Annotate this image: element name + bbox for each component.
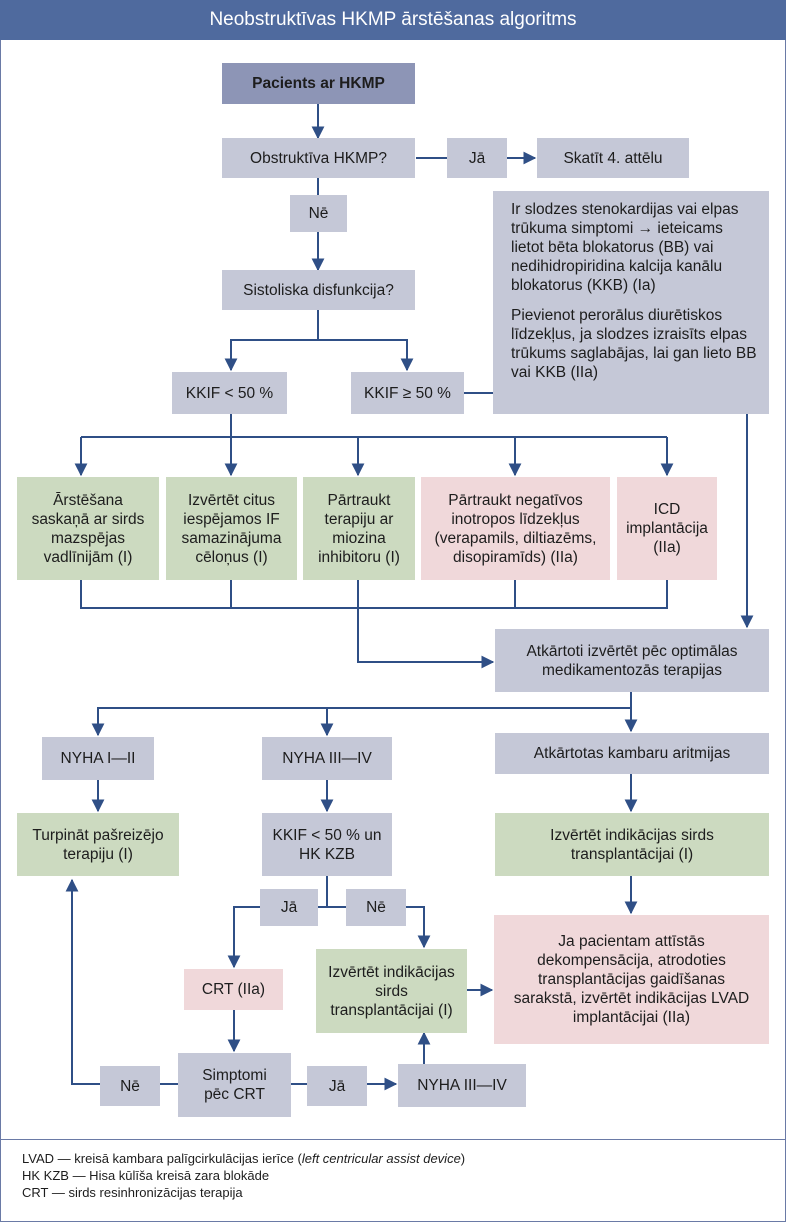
node-transplant-eval-right: Izvērtēt indikācijas sirds transplantāci… [495, 813, 769, 876]
node-symptom-therapy: Ir slodzes stenokardijas vai elpas trūku… [493, 191, 769, 414]
node-reassess: Atkārtoti izvērtēt pēc optimālas medikam… [495, 629, 769, 692]
line-collect [80, 580, 668, 609]
line-lvef-split [317, 876, 328, 908]
node-systolic-dysfunction: Sistoliska disfunkcija? [222, 270, 415, 310]
arrow-systolic-split [224, 310, 319, 372]
node-lvad-evaluation: Ja pacientam attīstās dekompensācija, at… [494, 915, 769, 1044]
legend-lbbb: HK KZB — Hisa kūlīša kreisā zara blokāde [22, 1168, 270, 1183]
node-crt: CRT (IIa) [184, 969, 283, 1010]
node-evaluate-other-causes: Izvērtēt citus iespējamos IF samazinājum… [166, 477, 297, 580]
node-nyha-1-2: NYHA I—II [42, 737, 154, 780]
arrow-no-to-txmid [406, 906, 431, 949]
node-lvef-lt50: KKIF < 50 % [172, 372, 287, 414]
node-lvef-lt50-lbbb: KKIF < 50 % un HK KZB [262, 813, 392, 876]
label-yes-1: Jā [447, 138, 507, 178]
label-no-1: Nē [290, 195, 347, 232]
label-yes-2: Jā [260, 889, 318, 926]
node-see-figure-4: Skatīt 4. attēlu [537, 138, 689, 178]
node-obstructive: Obstruktīva HKMP? [222, 138, 415, 178]
figure-title: Neobstruktīvas HKMP ārstēšanas algoritms [0, 0, 786, 40]
label-no-2: Nē [346, 889, 406, 926]
legend-crt: CRT — sirds resinhronizācijas terapija [22, 1185, 243, 1200]
node-recurrent-arrhythmias: Atkārtotas kambaru aritmijas [495, 733, 769, 774]
arrow-collect-to-reassess [357, 580, 495, 669]
node-lvef-ge50: KKIF ≥ 50 % [351, 372, 464, 414]
legend: LVAD — kreisā kambara palīgcirkulācijas … [22, 1150, 465, 1201]
legend-divider [1, 1139, 785, 1140]
node-patient: Pacients ar HKMP [222, 63, 415, 104]
node-stop-negative-inotropes: Pārtraukt negatīvos inotropos līdzekļus … [421, 477, 610, 580]
legend-lvad: LVAD — kreisā kambara palīgcirkulācijas … [22, 1150, 465, 1167]
node-symptoms-after-crt: Simptomi pēc CRT [178, 1053, 291, 1117]
arrow-reassess-split [91, 692, 632, 737]
node-transplant-eval-mid: Izvērtēt indikācijas sirds transplantāci… [316, 949, 467, 1033]
legend-lvad-abbr: LVAD — kreisā kambara palīgcirkulācijas … [22, 1151, 302, 1166]
node-nyha-3-4: NYHA III—IV [262, 737, 392, 780]
legend-lvad-close: ) [460, 1151, 466, 1166]
symptom-therapy-text-1: Ir slodzes stenokardijas vai elpas trūku… [511, 201, 739, 294]
arrow-yes-to-crt [227, 906, 260, 969]
node-continue-therapy: Turpināt pašreizējo terapiju (I) [17, 813, 179, 876]
symptom-therapy-text-2: Pievienot perorālus diurētiskos līdzekļu… [511, 307, 757, 381]
node-stop-myosin-inhibitor: Pārtraukt terapiju ar miozina inhibitoru… [303, 477, 415, 580]
node-icd-implantation: ICD implantācija (IIa) [617, 477, 717, 580]
legend-lvad-english: left centricular assist device [301, 1151, 461, 1166]
node-treat-guidelines: Ārstēšana saskaņā ar sirds mazspējas vad… [17, 477, 159, 580]
arrow-no-to-continue [65, 878, 100, 1085]
arrow-systolic-to-ge50 [318, 339, 414, 372]
node-nyha-3-4-b: NYHA III—IV [398, 1064, 526, 1107]
label-yes-3: Jā [307, 1066, 367, 1106]
label-no-3: Nē [100, 1066, 160, 1106]
